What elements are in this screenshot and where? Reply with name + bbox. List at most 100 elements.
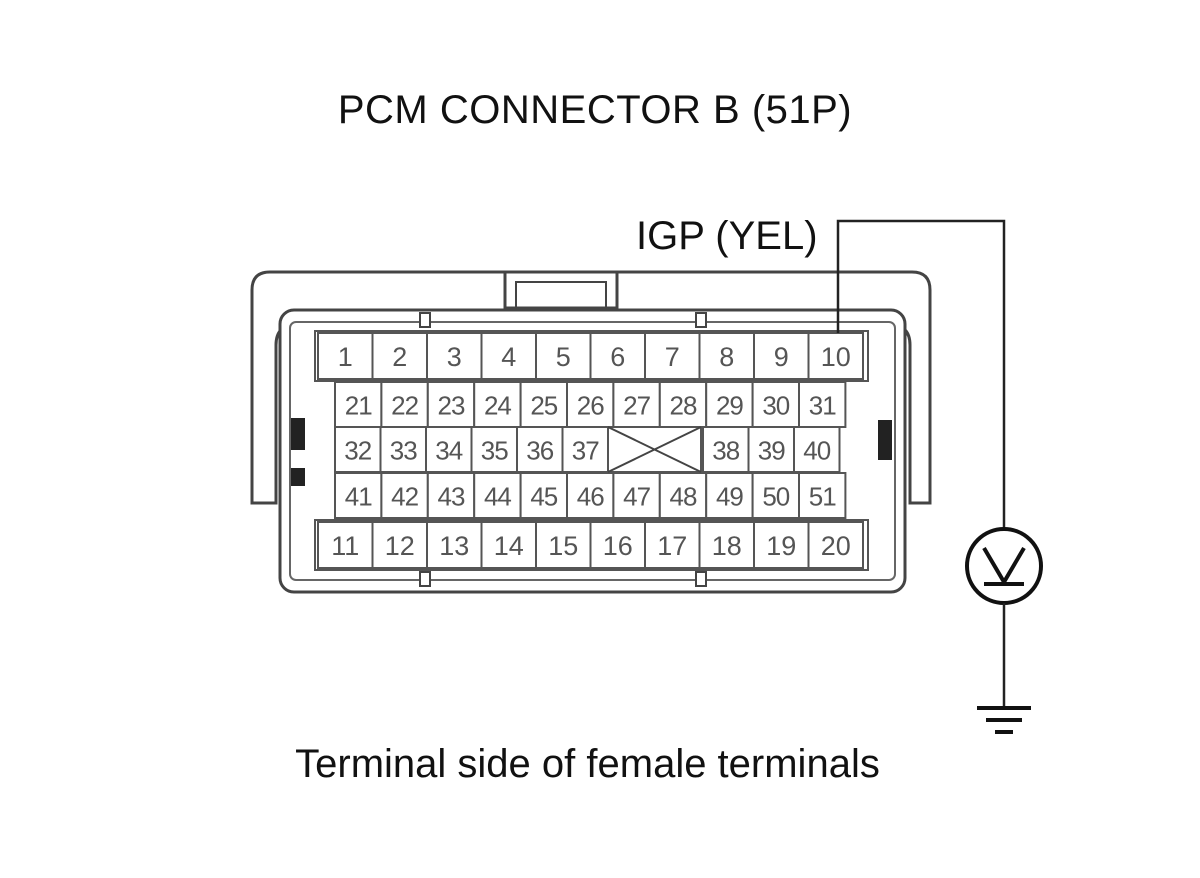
pin-27: 27 [612,381,661,428]
pin-47: 47 [612,472,661,519]
pin-label-37: 37 [572,436,599,466]
pin-label-29: 29 [716,391,743,421]
pin-label-9: 9 [774,342,789,372]
pin-39: 39 [747,426,795,473]
pin-9: 9 [753,332,810,380]
pin-50: 50 [751,472,800,519]
pin-24: 24 [473,381,522,428]
lock-block-left [291,418,305,450]
pin-4: 4 [480,332,537,380]
pin-43: 43 [426,472,476,519]
pin-3: 3 [426,332,483,380]
pin-label-32: 32 [344,436,371,466]
pin-36: 36 [516,426,564,473]
pin-label-20: 20 [821,531,851,561]
pin-22: 22 [380,381,429,428]
pin-13: 13 [426,521,483,569]
pin-label-6: 6 [610,342,625,372]
pin-label-44: 44 [484,482,511,512]
pin-label-3: 3 [447,342,462,372]
wire-label-igp: IGP (YEL) [636,214,818,258]
pin-16: 16 [589,521,646,569]
pin-label-28: 28 [670,391,697,421]
pin-label-40: 40 [803,436,830,466]
pin-41: 41 [334,472,383,519]
pin-label-2: 2 [392,342,407,372]
pin-label-35: 35 [481,436,508,466]
pin-label-33: 33 [390,436,417,466]
pin-label-11: 11 [331,531,359,561]
pin-25: 25 [519,381,568,428]
pin-label-27: 27 [623,391,650,421]
pin-label-38: 38 [712,436,739,466]
pin-14: 14 [480,521,537,569]
pin-label-36: 36 [526,436,553,466]
pin-40: 40 [793,426,841,473]
pin-label-18: 18 [712,531,742,561]
pin-label-26: 26 [577,391,604,421]
diagram-title: PCM CONNECTOR B (51P) [337,88,853,132]
pin-label-7: 7 [665,342,680,372]
pin-label-31: 31 [809,391,836,421]
pin-label-42: 42 [391,482,418,512]
pin-10: 10 [807,332,864,380]
pin-19: 19 [753,521,810,569]
pin-label-46: 46 [577,482,604,512]
pin-23: 23 [426,381,476,428]
pin-label-8: 8 [719,342,734,372]
pin-label-17: 17 [657,531,687,561]
pin-2: 2 [371,332,428,380]
pin-26: 26 [566,381,615,428]
pin-46: 46 [566,472,615,519]
pin-6: 6 [589,332,646,380]
pin-label-41: 41 [345,482,372,512]
pin-8: 8 [698,332,755,380]
pin-label-22: 22 [391,391,418,421]
pin-label-16: 16 [603,531,633,561]
pin-label-21: 21 [345,391,372,421]
pin-label-12: 12 [385,531,415,561]
pin-label-13: 13 [439,531,469,561]
pin-label-48: 48 [670,482,697,512]
pin-34: 34 [425,426,473,473]
pin-label-24: 24 [484,391,511,421]
lock-block-right [878,420,892,460]
pin-label-45: 45 [530,482,557,512]
pin-29: 29 [705,381,754,428]
pin-21: 21 [334,381,383,428]
pin-label-23: 23 [438,391,465,421]
pin-44: 44 [473,472,522,519]
pin-12: 12 [371,521,428,569]
pin-label-14: 14 [494,531,524,561]
pin-42: 42 [380,472,429,519]
pin-11: 11 [317,521,374,569]
pin-38: 38 [702,426,750,473]
pin-33: 33 [379,426,427,473]
pin-label-25: 25 [530,391,557,421]
pin-label-39: 39 [758,436,785,466]
pin-49: 49 [705,472,754,519]
pin-1: 1 [317,332,374,380]
pin-label-1: 1 [338,342,353,372]
pin-label-30: 30 [762,391,789,421]
pin-label-19: 19 [766,531,796,561]
pin-51: 51 [798,472,847,519]
pin-45: 45 [519,472,568,519]
pin-15: 15 [535,521,592,569]
pin-20: 20 [807,521,864,569]
pin-5: 5 [535,332,592,380]
diagram-caption: Terminal side of female terminals [295,742,880,786]
pin-label-5: 5 [556,342,571,372]
pin-17: 17 [644,521,701,569]
pin-37: 37 [561,426,609,473]
pin-label-51: 51 [809,482,836,512]
pin-28: 28 [658,381,708,428]
pin-32: 32 [334,426,382,473]
pin-label-4: 4 [501,342,516,372]
pin-18: 18 [698,521,755,569]
voltmeter-icon [965,527,1043,605]
pin-label-43: 43 [438,482,465,512]
pin-label-50: 50 [762,482,789,512]
